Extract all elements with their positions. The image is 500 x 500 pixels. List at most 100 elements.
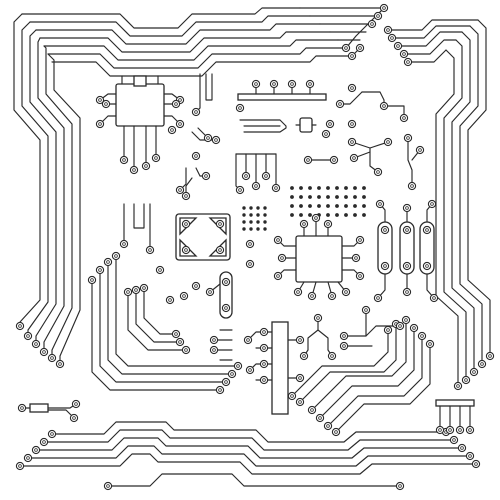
grid-dot: [317, 186, 321, 190]
grid-dot: [353, 195, 357, 199]
via-hole: [370, 22, 374, 26]
grid-dot: [263, 206, 267, 210]
via-hole: [474, 462, 478, 466]
via-hole: [26, 334, 30, 338]
via-hole: [34, 448, 38, 452]
via-hole: [306, 158, 310, 162]
via-hole: [230, 372, 234, 376]
grid-dot: [263, 227, 267, 231]
via-hole: [404, 318, 408, 322]
grid-dot: [326, 186, 330, 190]
via-hole: [448, 428, 452, 432]
via-hole: [350, 86, 354, 90]
via-hole: [352, 156, 356, 160]
via-dot-grid: [242, 186, 366, 231]
via-hole: [418, 148, 422, 152]
via-hole: [386, 328, 390, 332]
via-hole: [358, 274, 362, 278]
right-edge-trace-bundle: [435, 19, 491, 387]
via-hole: [302, 222, 306, 226]
via-hole: [248, 368, 252, 372]
grid-dot: [256, 220, 260, 224]
grid-dot: [362, 204, 366, 208]
via-hole: [364, 308, 368, 312]
via-hole: [214, 138, 218, 142]
grid-dot: [299, 186, 303, 190]
via-hole: [194, 284, 198, 288]
via-hole: [432, 296, 436, 300]
via-hole: [248, 262, 252, 266]
grid-dot: [242, 213, 246, 217]
via-hole: [274, 186, 278, 190]
via-hole: [468, 428, 472, 432]
via-hole: [218, 388, 222, 392]
via-hole: [296, 290, 300, 294]
grid-dot: [335, 186, 339, 190]
via-hole: [224, 306, 228, 310]
grid-dot: [256, 213, 260, 217]
via-hole: [72, 416, 76, 420]
via-hole: [382, 6, 386, 10]
via-hole: [488, 354, 492, 358]
grid-dot: [362, 186, 366, 190]
grid-dot: [256, 227, 260, 231]
via-hole: [330, 354, 334, 358]
via-hole: [184, 248, 188, 252]
via-hole: [90, 278, 94, 282]
grid-dot: [353, 204, 357, 208]
via-hole: [402, 116, 406, 120]
via-hole: [358, 46, 362, 50]
via-hole: [318, 416, 322, 420]
bottom-left-component: [21, 403, 77, 419]
via-hole: [425, 228, 429, 232]
via-hole: [390, 36, 394, 40]
via-hole: [334, 430, 338, 434]
via-hole: [178, 98, 182, 102]
via-hole: [326, 222, 330, 226]
grid-dot: [344, 195, 348, 199]
grid-dot: [249, 206, 253, 210]
grid-dot: [299, 195, 303, 199]
grid-dot: [326, 204, 330, 208]
via-hole: [298, 400, 302, 404]
via-hole: [338, 102, 342, 106]
via-hole: [170, 128, 174, 132]
grid-dot: [242, 227, 246, 231]
twin-lead-component: [195, 73, 213, 113]
via-hole: [308, 82, 312, 86]
via-hole: [58, 362, 62, 366]
via-hole: [262, 378, 266, 382]
via-hole: [406, 136, 410, 140]
via-hole: [382, 104, 386, 108]
via-hole: [50, 432, 54, 436]
via-hole: [248, 242, 252, 246]
via-hole: [383, 228, 387, 232]
via-hole: [212, 348, 216, 352]
pads-and-vias: [15, 3, 495, 491]
via-hole: [42, 440, 46, 444]
via-hole: [184, 194, 188, 198]
via-hole: [178, 188, 182, 192]
via-hole: [378, 202, 382, 206]
via-hole: [276, 238, 280, 242]
grid-dot: [344, 186, 348, 190]
via-hole: [224, 280, 228, 284]
via-hole: [26, 456, 30, 460]
via-hole: [405, 228, 409, 232]
grid-dot: [326, 213, 330, 217]
via-hole: [98, 98, 102, 102]
via-hole: [18, 324, 22, 328]
via-hole: [480, 362, 484, 366]
via-hole: [262, 346, 266, 350]
via-hole: [314, 216, 318, 220]
via-hole: [178, 340, 182, 344]
via-hole: [402, 52, 406, 56]
via-hole: [302, 354, 306, 358]
grid-dot: [290, 186, 294, 190]
via-hole: [148, 248, 152, 252]
via-hole: [218, 222, 222, 226]
via-hole: [18, 464, 22, 468]
via-hole: [20, 406, 24, 410]
grid-dot: [317, 195, 321, 199]
via-hole: [456, 384, 460, 388]
